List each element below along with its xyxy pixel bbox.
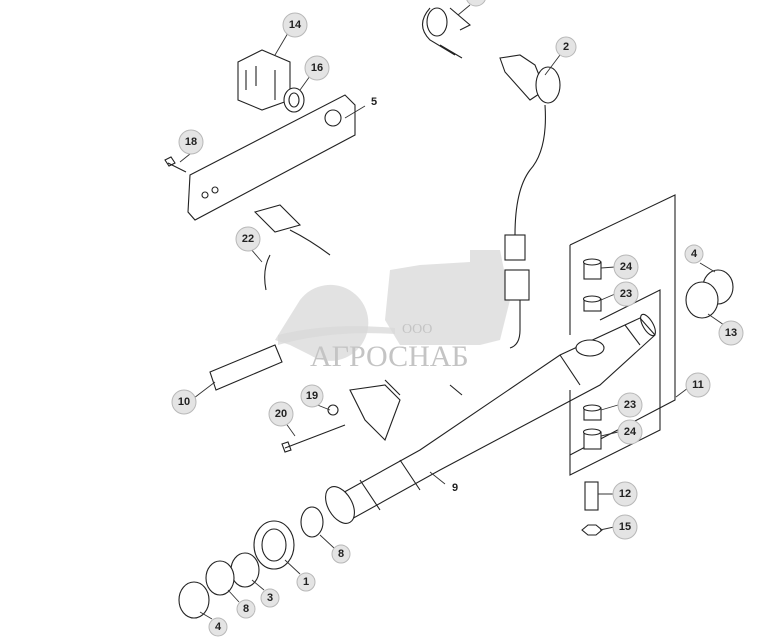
callout-2[interactable]: 2 (555, 36, 577, 58)
part-o-ring (685, 281, 719, 319)
callout-cropped (466, 0, 486, 7)
svg-text:14: 14 (289, 19, 302, 31)
part-bolt-small (164, 156, 187, 173)
callout-4-bottom[interactable]: 4 (208, 617, 228, 637)
callout-11[interactable]: 11 (685, 372, 711, 398)
svg-text:24: 24 (620, 261, 633, 273)
part-clip (421, 7, 471, 59)
callout-23-top[interactable]: 23 (613, 281, 639, 307)
callout-18[interactable]: 18 (178, 129, 204, 155)
part-bar (209, 344, 283, 391)
kit-frame-inner (569, 245, 661, 476)
watermark-prefix: ООО (402, 322, 432, 337)
svg-text:19: 19 (306, 390, 318, 402)
svg-text:3: 3 (267, 592, 273, 604)
callout-12[interactable]: 12 (612, 481, 638, 507)
part-nut (327, 404, 339, 416)
svg-text:2: 2 (563, 41, 569, 53)
svg-text:8: 8 (338, 548, 344, 560)
part-hex-nut (581, 524, 603, 536)
callout-22[interactable]: 22 (235, 226, 261, 252)
part-grommet (283, 87, 305, 113)
svg-text:20: 20 (275, 408, 287, 420)
part-long-bolt (281, 424, 346, 453)
svg-text:13: 13 (725, 327, 737, 339)
svg-text:4: 4 (691, 248, 698, 260)
callout-8-bottom[interactable]: 8 (236, 599, 256, 619)
callout-3[interactable]: 3 (260, 588, 280, 608)
part-shift-fork (349, 379, 463, 441)
part-mounting-plate (187, 94, 356, 221)
svg-text:16: 16 (311, 62, 323, 74)
callout-24-top[interactable]: 24 (613, 254, 639, 280)
svg-text:8: 8 (243, 603, 249, 615)
svg-text:10: 10 (178, 396, 190, 408)
callout-10[interactable]: 10 (171, 389, 197, 415)
svg-text:18: 18 (185, 136, 197, 148)
part-shaft (325, 313, 656, 524)
svg-text:22: 22 (242, 233, 254, 245)
svg-text:12: 12 (619, 488, 631, 500)
svg-text:23: 23 (624, 399, 636, 411)
callout-9[interactable]: 9 (452, 482, 458, 494)
callout-14[interactable]: 14 (282, 12, 308, 38)
svg-text:5: 5 (371, 96, 377, 108)
watermark-name: АГРОСНАБ (310, 340, 469, 373)
callout-19[interactable]: 19 (300, 384, 324, 408)
svg-text:11: 11 (692, 379, 704, 391)
watermark-logo: ООО АГРОСНАБ (275, 250, 510, 373)
svg-text:1: 1 (303, 576, 309, 588)
callout-15[interactable]: 15 (612, 514, 638, 540)
svg-text:4: 4 (215, 621, 222, 633)
svg-text:23: 23 (620, 288, 632, 300)
svg-text:9: 9 (452, 482, 458, 494)
part-connector (253, 204, 331, 291)
callout-8-mid[interactable]: 8 (331, 544, 351, 564)
callout-20[interactable]: 20 (268, 401, 294, 427)
callout-5[interactable]: 5 (371, 96, 377, 108)
callout-13[interactable]: 13 (718, 320, 744, 346)
callout-24-bottom[interactable]: 24 (617, 419, 643, 445)
part-pin (584, 481, 599, 511)
part-bushings (582, 258, 602, 450)
callout-1[interactable]: 1 (296, 572, 316, 592)
callout-16[interactable]: 16 (304, 55, 330, 81)
svg-text:24: 24 (624, 426, 637, 438)
part-rings (178, 506, 324, 619)
callout-4-top[interactable]: 4 (684, 244, 704, 264)
part-bracket (237, 49, 291, 111)
callout-23-bottom[interactable]: 23 (617, 392, 643, 418)
part-sensor (499, 54, 561, 349)
svg-text:15: 15 (619, 521, 631, 533)
